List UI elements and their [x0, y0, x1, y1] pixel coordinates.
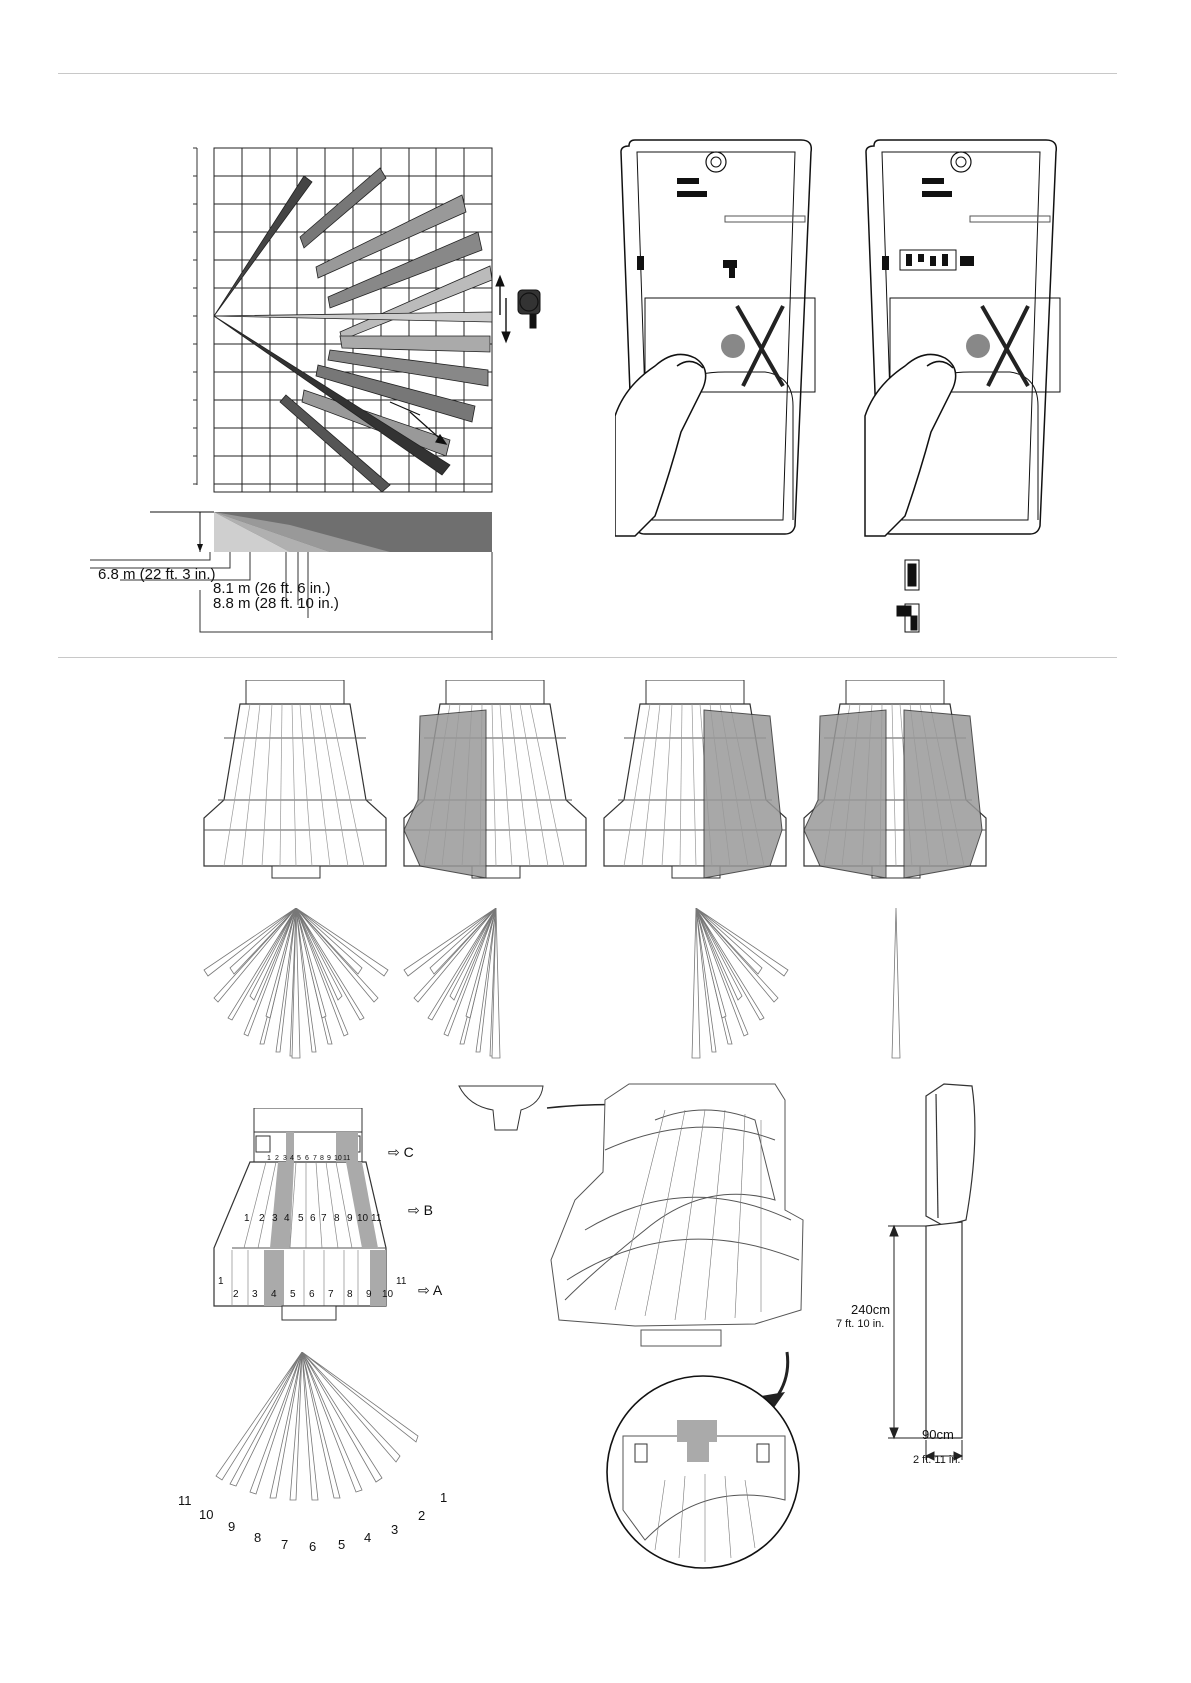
mirror-face-3 [604, 680, 786, 878]
beam-pattern-center [892, 908, 900, 1058]
section-c-text: C [404, 1144, 414, 1160]
row-b-number-9: 9 [347, 1213, 353, 1224]
beam-number-5: 5 [338, 1537, 345, 1552]
row-a-number-11: 11 [396, 1276, 406, 1287]
row-c-number-9: 9 [327, 1155, 331, 1162]
detector-side-profile [926, 1084, 975, 1226]
beam-number-7: 7 [281, 1537, 288, 1552]
beam-number-8: 8 [254, 1530, 261, 1545]
width-metric-label: 90cm [922, 1428, 954, 1441]
mirror-face-1 [204, 680, 386, 878]
row-a-number-9: 9 [366, 1289, 372, 1300]
row-b-number-4: 4 [284, 1213, 290, 1224]
wall-profile [926, 1222, 962, 1438]
jumper-legend [897, 560, 919, 632]
row-a-number-8: 8 [347, 1289, 353, 1300]
beam-number-1: 1 [440, 1490, 447, 1505]
beam-patterns-row [200, 908, 1000, 1068]
row-a-number-4: 4 [271, 1289, 277, 1300]
section-label-b: ⇨ B [408, 1203, 433, 1217]
row-a-number-7: 7 [328, 1289, 334, 1300]
distance-label-3: 8.8 m (28 ft. 10 in.) [213, 596, 339, 611]
row-b-number-3: 3 [272, 1213, 278, 1224]
section-b-text: B [424, 1202, 433, 1218]
row-a-number-3: 3 [252, 1289, 258, 1300]
beam-number-6: 6 [309, 1539, 316, 1554]
row-b-number-7: 7 [321, 1213, 327, 1224]
top-rule [58, 73, 1117, 74]
numbered-beam-pattern [210, 1352, 430, 1512]
row-b-number-8: 8 [334, 1213, 340, 1224]
row-b-number-2: 2 [259, 1213, 265, 1224]
row-b-number-10: 10 [357, 1213, 368, 1224]
mask-piece [459, 1086, 543, 1130]
vertical-ruler [193, 148, 197, 485]
beam-number-2: 2 [418, 1508, 425, 1523]
row-b-number-5: 5 [298, 1213, 304, 1224]
mask-insertion-diagram [455, 1080, 845, 1580]
distance-label-2: 8.1 m (26 ft. 6 in.) [213, 581, 331, 596]
row-c-number-11: 11 [343, 1155, 350, 1162]
mirror-face-2 [404, 680, 586, 878]
coverage-pattern-diagram [90, 140, 560, 640]
middle-rule [58, 657, 1117, 658]
detector-orientation-icon [496, 276, 540, 342]
row-b-number-11: 11 [371, 1213, 381, 1224]
row-c-number-1: 1 [267, 1155, 271, 1162]
row-c-number-8: 8 [320, 1155, 324, 1162]
row-c-number-4: 4 [290, 1155, 294, 1162]
section-label-c: ⇨ C [388, 1145, 414, 1159]
beam-number-4: 4 [364, 1530, 371, 1545]
width-imperial-label: 2 ft. 11 in. [913, 1455, 961, 1466]
beam-number-9: 9 [228, 1519, 235, 1534]
distance-label-1: 6.8 m (22 ft. 3 in.) [98, 567, 216, 582]
detail-circle [607, 1376, 799, 1568]
section-label-a: ⇨ A [418, 1283, 442, 1297]
height-metric-label: 240cm [851, 1303, 890, 1316]
beam-number-11: 11 [178, 1493, 192, 1508]
mirror-face-4 [804, 680, 986, 878]
beam-number-10: 10 [199, 1507, 213, 1522]
row-b-number-1: 1 [244, 1213, 250, 1224]
row-a-number-5: 5 [290, 1289, 296, 1300]
row-a-number-10: 10 [382, 1289, 393, 1300]
tamper-backplate-diagram [615, 136, 1095, 646]
beam-pattern-left [404, 908, 500, 1058]
mirror-faces-row [200, 680, 1000, 900]
beam-pattern-full [204, 908, 388, 1058]
row-c-number-2: 2 [275, 1155, 279, 1162]
row-a-number-6: 6 [309, 1289, 315, 1300]
row-c-number-7: 7 [313, 1155, 317, 1162]
section-a-text: A [433, 1282, 442, 1298]
row-c-number-10: 10 [334, 1155, 342, 1162]
row-c-number-5: 5 [297, 1155, 301, 1162]
beam-pattern-right [692, 908, 788, 1058]
row-a-number-2: 2 [233, 1289, 239, 1300]
row-b-number-6: 6 [310, 1213, 316, 1224]
height-dimension [888, 1226, 926, 1438]
row-c-number-6: 6 [305, 1155, 309, 1162]
side-view-band [150, 512, 492, 552]
beam-number-3: 3 [391, 1522, 398, 1537]
row-a-number-1: 1 [218, 1276, 224, 1287]
height-imperial-label: 7 ft. 10 in. [836, 1319, 884, 1330]
row-c-number-3: 3 [283, 1155, 287, 1162]
